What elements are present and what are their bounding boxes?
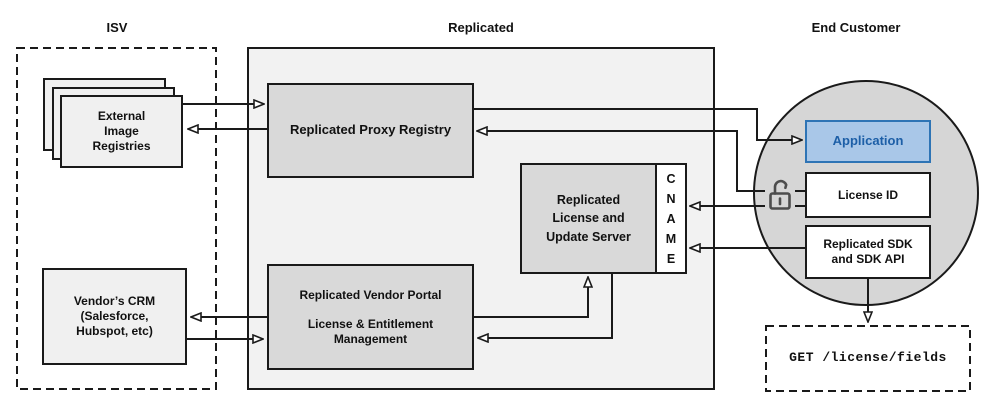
- node-label: Replicated Proxy Registry: [289, 122, 452, 138]
- replicated-vendor-portal-node: Replicated Vendor Portal License & Entit…: [267, 264, 474, 370]
- node-label: Application: [832, 133, 904, 149]
- open-lock-icon: [765, 176, 795, 216]
- application-node: Application: [805, 120, 931, 163]
- node-label-line: Replicated SDK: [823, 237, 913, 251]
- vendors-crm-node: Vendor’s CRM (Salesforce, Hubspot, etc): [42, 268, 187, 365]
- get-license-fields-request: GET /license/fields: [765, 325, 971, 392]
- node-label-line: and SDK API: [831, 252, 905, 266]
- node-label-line: Vendor’s CRM: [73, 294, 156, 308]
- node-label: License ID: [837, 187, 899, 202]
- end-customer-section-label: End Customer: [811, 20, 901, 35]
- replicated-license-update-server-node: Replicated License and Update Server: [520, 163, 657, 274]
- node-label-line: License and: [552, 211, 625, 226]
- open-lock-glyph: [769, 179, 791, 210]
- node-label-line: Update Server: [546, 229, 631, 244]
- node-label-line: External: [97, 109, 146, 123]
- cname-label: CNAME: [665, 171, 677, 266]
- node-title: Replicated Vendor Portal: [299, 287, 442, 302]
- replicated-proxy-registry-node: Replicated Proxy Registry: [267, 83, 474, 178]
- replicated-section-label: Replicated: [448, 20, 514, 35]
- node-subtitle: License & Entitlement Management: [307, 316, 434, 346]
- replicated-sdk-node: Replicated SDK and SDK API: [805, 225, 931, 279]
- license-id-node: License ID: [805, 172, 931, 218]
- node-label-line: Image: [104, 124, 139, 138]
- request-label: GET /license/fields: [789, 350, 947, 366]
- node-label-line: Registries: [92, 139, 151, 153]
- node-label-line: (Salesforce,: [80, 309, 149, 323]
- isv-section-label: ISV: [106, 20, 128, 35]
- get-request-dashed-box: [765, 325, 971, 392]
- cname-tab: CNAME: [655, 163, 687, 274]
- node-label-line: Hubspot, etc): [76, 324, 153, 338]
- external-image-registries-node: External Image Registries: [60, 95, 183, 168]
- node-label-line: Replicated: [556, 193, 621, 208]
- isv-dashed-container: [16, 47, 217, 390]
